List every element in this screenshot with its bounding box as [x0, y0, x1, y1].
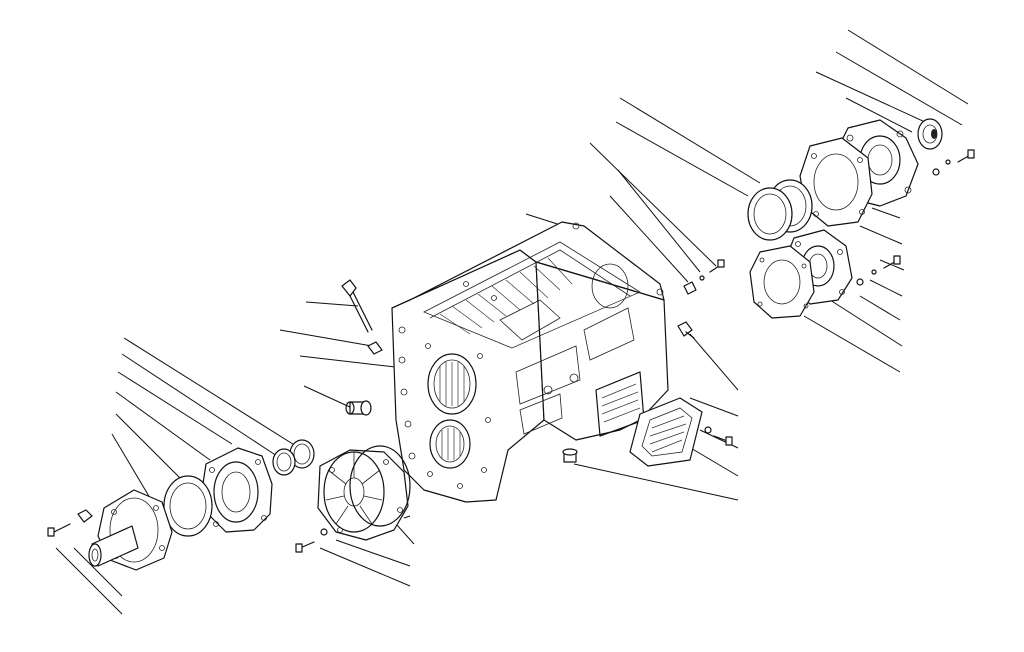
rear-oil-seal [917, 118, 943, 150]
washer [699, 275, 705, 281]
washer [704, 426, 712, 434]
leader-line [615, 121, 749, 197]
washer [856, 278, 864, 286]
leader-line [829, 299, 903, 347]
leader-line [111, 433, 151, 499]
sensor-plug [345, 400, 372, 416]
leader-line [305, 301, 359, 307]
cover-gasket-ring [163, 475, 213, 537]
leader-line [117, 371, 233, 445]
retainer-gasket [349, 445, 411, 527]
leader-line [869, 279, 903, 297]
front-bolt-holes [398, 326, 491, 489]
leader-line [279, 329, 373, 347]
intermediate-gasket [749, 245, 815, 319]
front-bearing-retainer [317, 449, 409, 541]
leader-line [803, 315, 901, 373]
leader-line [335, 539, 411, 567]
leader-line [815, 71, 939, 129]
housing-top-flange [391, 221, 665, 309]
dipstick-nut [367, 341, 383, 355]
leader-line [609, 195, 689, 283]
leader-line [121, 353, 281, 459]
output-flange [88, 489, 173, 571]
bolt [295, 541, 315, 553]
leader-line [619, 97, 761, 184]
leader-line [689, 397, 739, 417]
leader-line [835, 51, 963, 126]
nut [683, 281, 697, 295]
bolt [47, 523, 71, 537]
washer [932, 168, 940, 176]
leader-line [123, 337, 297, 447]
leader-line [299, 355, 405, 369]
leader-line [589, 142, 717, 267]
leader-line [73, 547, 123, 597]
leader-line [845, 97, 913, 133]
cavity-ribs [439, 257, 573, 335]
shim-ring [747, 187, 793, 241]
leader-line [115, 413, 191, 489]
bolt [713, 435, 733, 446]
leader-line [573, 463, 739, 501]
leader-line [303, 385, 353, 409]
leader-line [689, 333, 739, 391]
leader-line [403, 515, 411, 519]
side-inspection-pad [583, 307, 635, 361]
drain-plug [562, 448, 578, 463]
leader-lines [55, 29, 969, 615]
gearbox-housing [391, 221, 669, 503]
leader-line [859, 225, 903, 245]
leader-line [847, 29, 969, 105]
bolt [957, 149, 975, 163]
dipstick [341, 279, 373, 333]
front-upper-bore [427, 353, 477, 415]
leader-line [879, 259, 905, 271]
rear-inner-bore [591, 263, 629, 309]
washer [945, 159, 951, 165]
leader-line [871, 207, 901, 219]
leader-line [859, 295, 901, 321]
housing-cavity [423, 241, 641, 349]
stud [709, 259, 725, 273]
front-lower-bore [429, 419, 471, 469]
leader-line [319, 547, 411, 587]
nut [77, 509, 93, 523]
front-cover [201, 447, 273, 533]
breather [677, 321, 695, 339]
housing-front-face [391, 249, 545, 503]
leader-line [617, 169, 701, 273]
side-cover-gasket [629, 397, 703, 467]
bolt [883, 255, 901, 269]
washer [320, 528, 328, 536]
leader-line [115, 391, 211, 461]
seal-ring [272, 448, 296, 476]
leader-line [55, 547, 123, 615]
washer [871, 269, 877, 275]
